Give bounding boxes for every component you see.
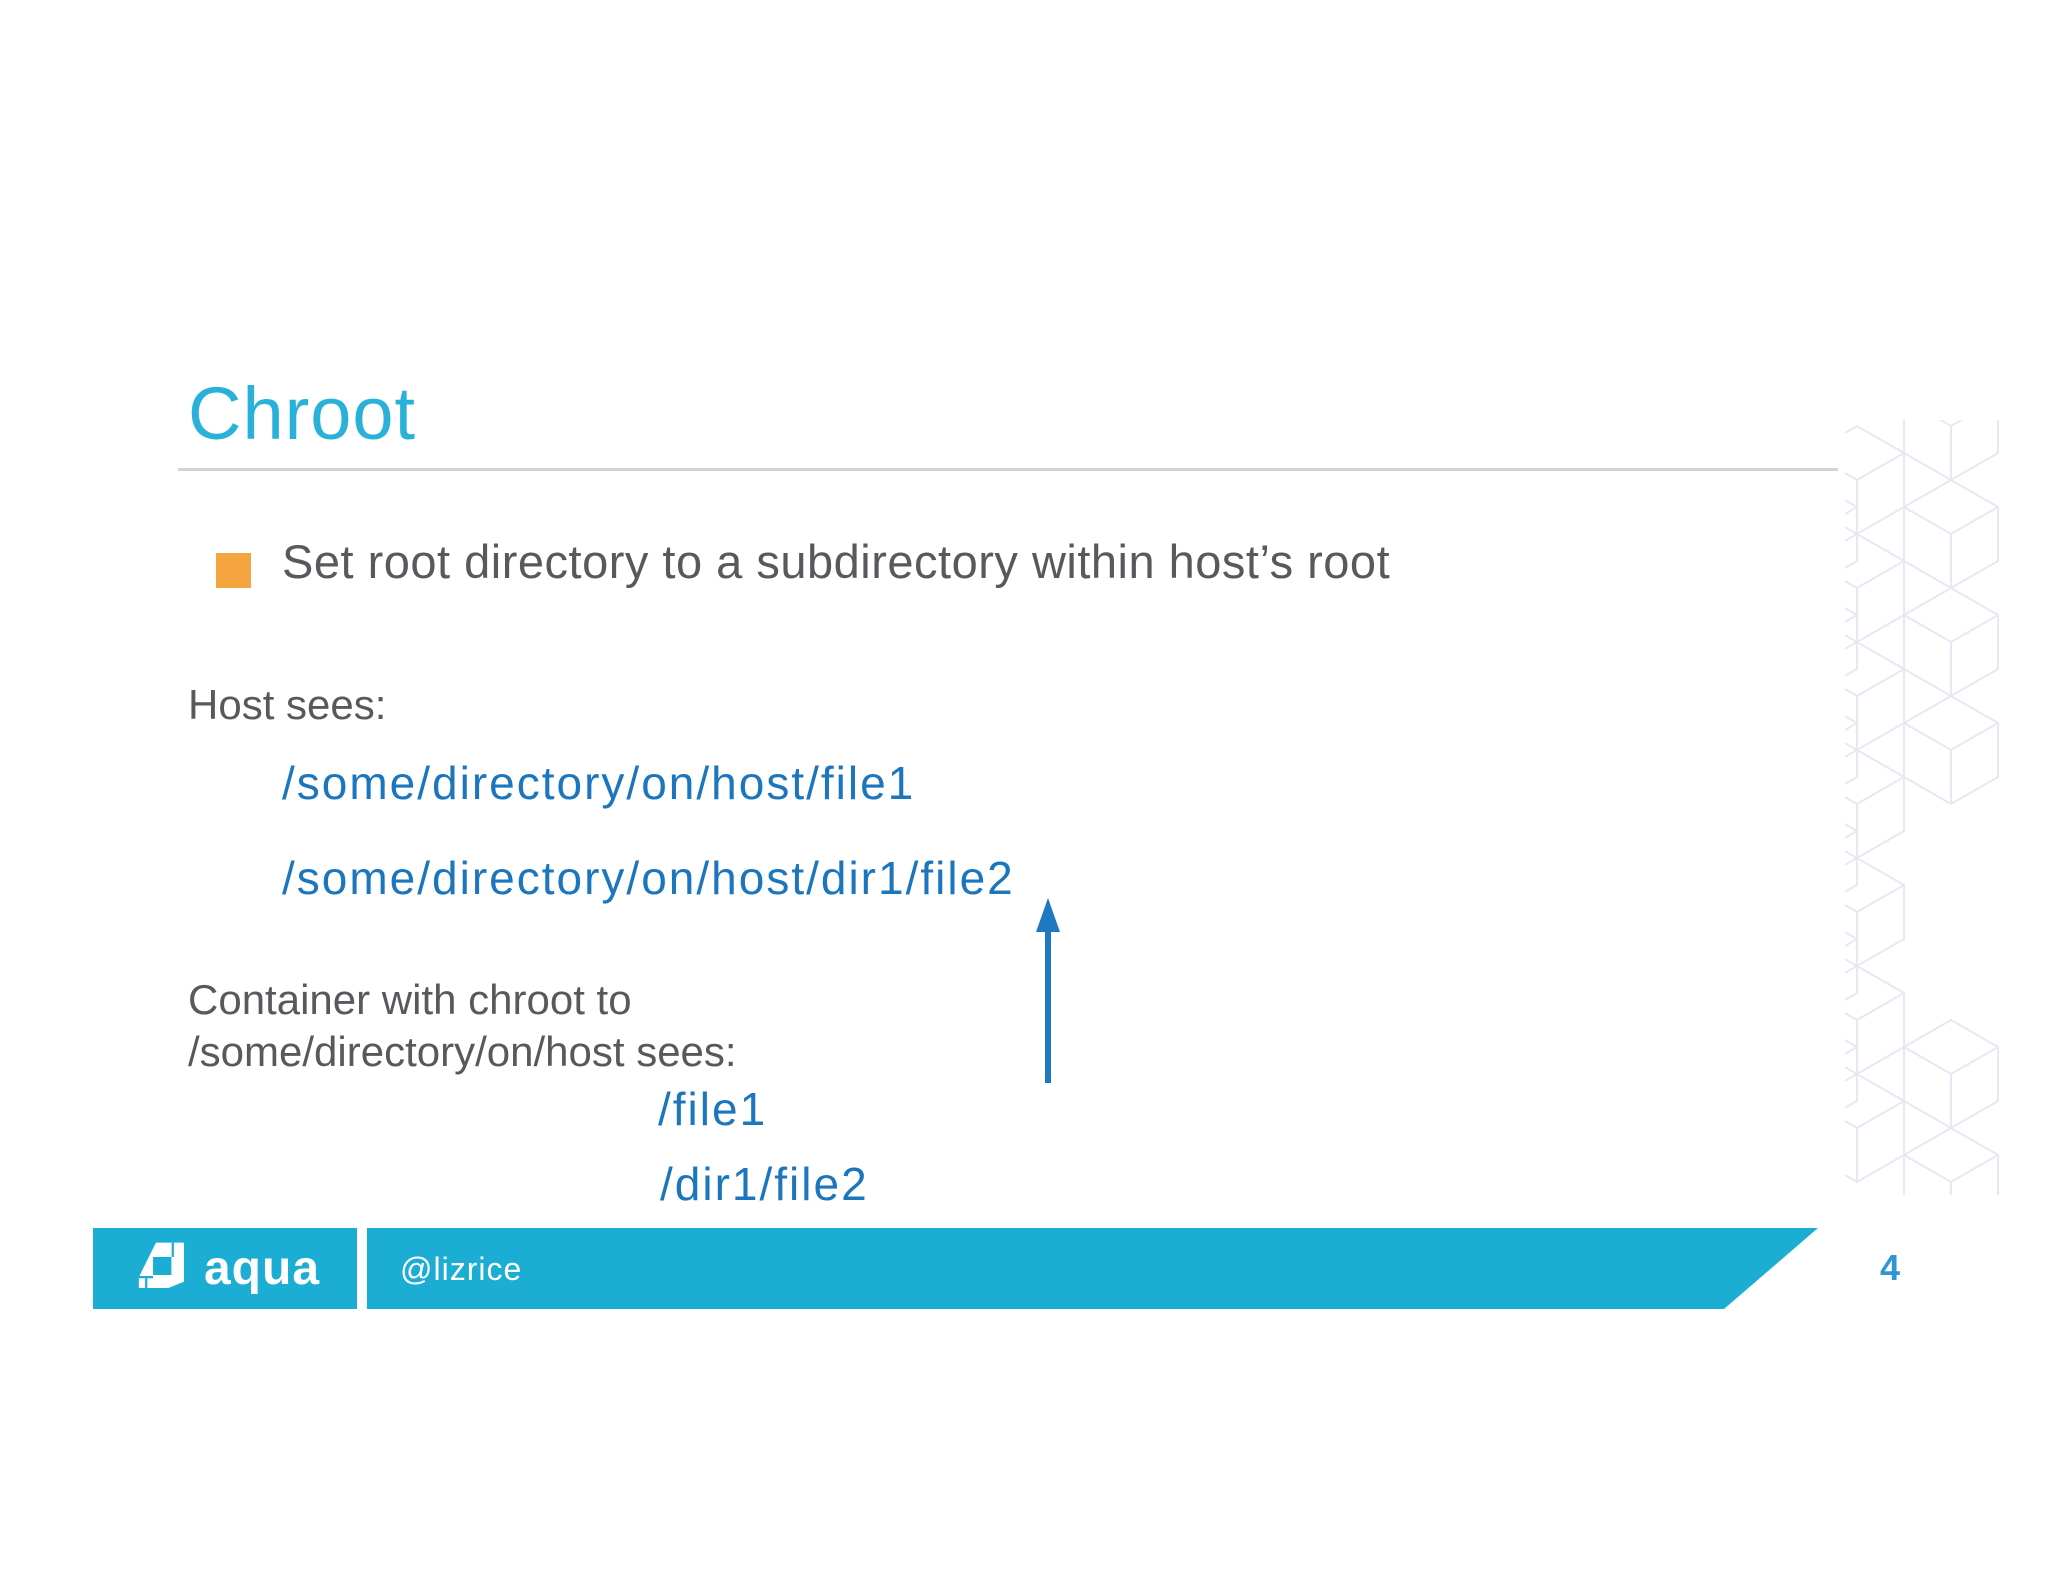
slide-title: Chroot bbox=[188, 372, 417, 455]
cube-pattern-decoration bbox=[1845, 420, 1999, 1195]
aqua-logo-text: aqua bbox=[203, 1241, 321, 1295]
footer-bar: @lizrice bbox=[367, 1228, 1818, 1309]
host-path-file1: /some/directory/on/host/file1 bbox=[282, 757, 916, 809]
page-number: 4 bbox=[1879, 1247, 1901, 1288]
title-divider bbox=[178, 468, 1838, 471]
container-path-file2: /dir1/file2 bbox=[660, 1158, 869, 1210]
container-label-line1: Container with chroot to bbox=[188, 976, 632, 1023]
arrow-up-icon bbox=[1036, 898, 1060, 1083]
aqua-logo-icon bbox=[138, 1242, 185, 1288]
bullet-text: Set root directory to a subdirectory wit… bbox=[282, 535, 1391, 588]
bullet-marker bbox=[216, 553, 251, 588]
footer-logo-box: aqua bbox=[93, 1228, 357, 1309]
container-path-file1: /file1 bbox=[658, 1083, 768, 1135]
host-path-file2: /some/directory/on/host/dir1/file2 bbox=[282, 852, 1015, 904]
footer-handle: @lizrice bbox=[400, 1250, 523, 1287]
container-label-line2: /some/directory/on/host sees: bbox=[188, 1028, 737, 1075]
host-sees-label: Host sees: bbox=[188, 681, 387, 728]
